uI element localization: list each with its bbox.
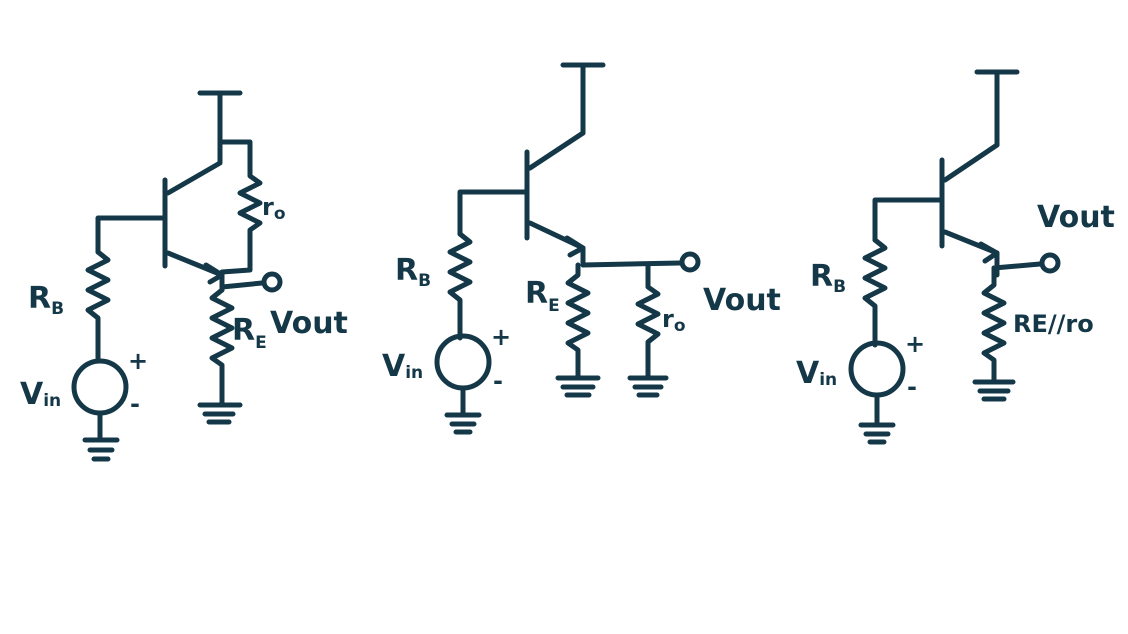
c3-plus-sign: +: [905, 330, 925, 358]
c1-plus-sign: +: [128, 347, 148, 375]
c2-supply-rail: [560, 62, 606, 136]
circuit-3: RB RE//ro Vout Vin + -: [796, 69, 1115, 445]
c2-output-wire: [580, 260, 683, 268]
c2-emitter-arrow: [564, 235, 586, 258]
c2-ro-ground-icon: [627, 375, 669, 398]
c3-rb-label: RB: [810, 259, 846, 297]
c1-re-resistor: [209, 287, 235, 408]
c1-collector-lead: [165, 139, 223, 196]
c2-base-wire: [457, 189, 530, 237]
c3-emitter-lead: [942, 229, 1000, 278]
c1-ro-resistor: [217, 139, 263, 275]
c2-vout-label: Vout: [703, 283, 781, 318]
c3-base-wire: [872, 197, 945, 243]
c1-vin-label: Vin: [20, 377, 61, 412]
c1-ro-label: ro: [262, 193, 286, 224]
c2-plus-sign: +: [491, 323, 511, 351]
c2-vin-label: Vin: [382, 349, 423, 384]
c1-supply-rail: [197, 90, 243, 145]
c1-emitter-arrow: [203, 262, 225, 285]
c2-re-label: RE: [525, 276, 560, 316]
c2-rb-resistor: [447, 231, 473, 341]
c1-re-label: RE: [232, 313, 267, 353]
c1-rb-label: RB: [28, 281, 64, 319]
c1-vin-source: [71, 358, 129, 416]
c3-emitter-arrow: [978, 241, 1000, 264]
c2-vin-source: [434, 333, 492, 391]
c3-req-ground-icon: [972, 379, 1016, 402]
c3-req-resistor: [981, 265, 1007, 385]
c3-supply-rail: [974, 69, 1020, 148]
c1-re-ground-icon: [197, 402, 243, 425]
c3-vin-ground-icon: [858, 422, 896, 445]
c3-vin-source: [848, 340, 906, 398]
c3-vout-label: Vout: [1037, 200, 1115, 235]
c2-minus-sign: -: [493, 367, 503, 395]
circuit-1: RB ro RE Vout Vin + -: [20, 90, 348, 462]
c2-output-terminal: [679, 251, 701, 273]
c1-output-wire: [219, 280, 265, 290]
circuit-2: RB RE ro Vout Vin + -: [382, 62, 781, 435]
c2-rb-label: RB: [395, 253, 431, 291]
c1-vout-label: Vout: [270, 306, 348, 341]
c1-base-wire: [95, 215, 168, 255]
c3-collector-lead: [942, 142, 1000, 183]
c3-rb-resistor: [862, 237, 888, 348]
c3-minus-sign: -: [907, 373, 917, 401]
c1-output-terminal: [261, 271, 283, 293]
c3-vin-label: Vin: [796, 356, 837, 391]
c1-vin-ground-icon: [82, 437, 120, 462]
c2-ro-resistor: [635, 261, 661, 381]
c2-re-ground-icon: [555, 375, 601, 398]
c3-output-terminal: [1039, 252, 1061, 274]
c3-output-wire: [991, 261, 1043, 271]
c2-re-resistor: [565, 262, 591, 381]
c2-vin-ground-icon: [444, 412, 482, 435]
c2-ro-label: ro: [662, 305, 686, 336]
c3-req-label: RE//ro: [1013, 310, 1094, 338]
c1-minus-sign: -: [130, 390, 140, 418]
c2-collector-lead: [527, 130, 586, 171]
c1-rb-resistor: [85, 249, 111, 363]
